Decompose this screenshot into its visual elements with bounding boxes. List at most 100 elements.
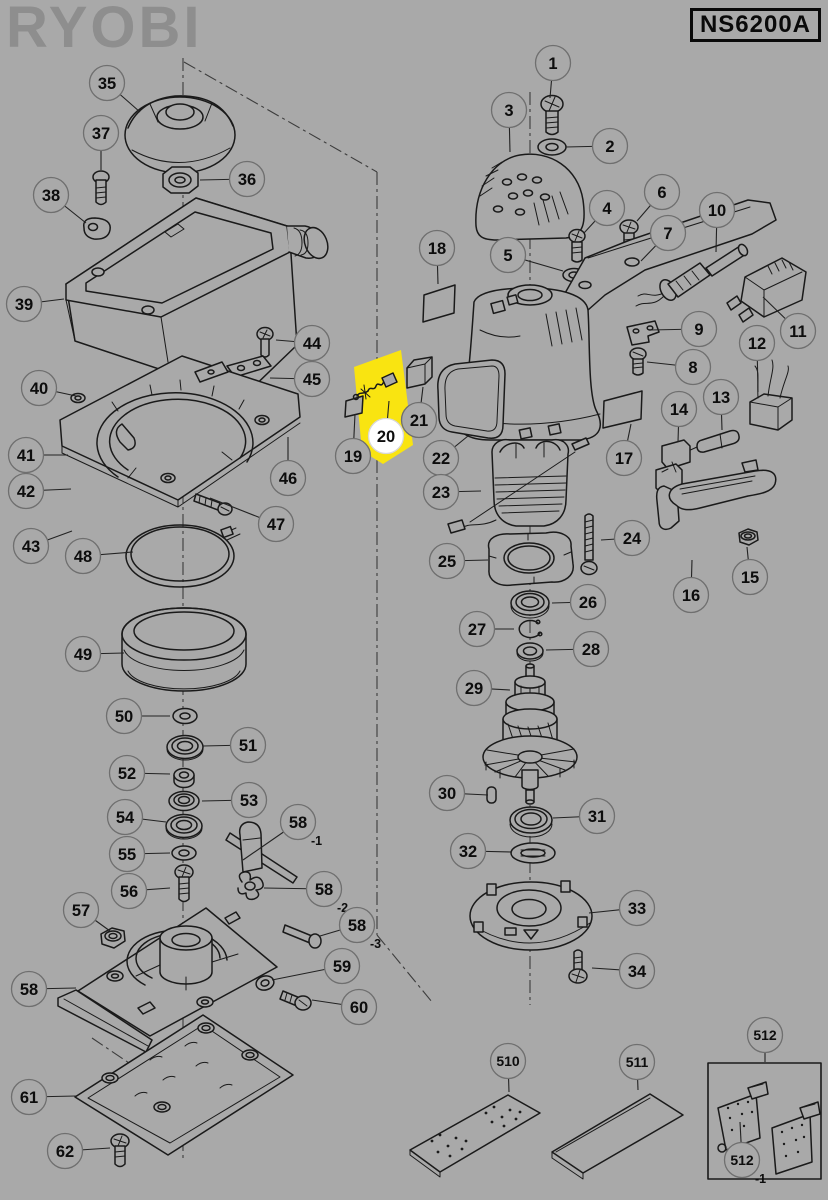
callout-circle[interactable]: [591, 127, 629, 165]
callout-circle[interactable]: [340, 988, 378, 1026]
callout-circle[interactable]: [605, 439, 643, 477]
callout-34[interactable]: 34: [591, 952, 656, 990]
callout-61[interactable]: 61: [10, 1078, 77, 1116]
callout-35[interactable]: 35: [88, 64, 141, 113]
callout-circle[interactable]: [618, 1043, 656, 1081]
callout-510[interactable]: 510: [489, 1042, 527, 1093]
callout-53[interactable]: 53: [201, 781, 268, 819]
callout-circle[interactable]: [572, 630, 610, 668]
callout-56[interactable]: 56: [110, 872, 171, 910]
callout-circle[interactable]: [10, 1078, 48, 1116]
callout-31[interactable]: 31: [552, 797, 616, 835]
callout-circle[interactable]: [418, 229, 456, 267]
callout-45[interactable]: 45: [269, 360, 331, 398]
callout-26[interactable]: 26: [551, 583, 607, 621]
callout-57[interactable]: 57: [62, 891, 111, 932]
callout-circle[interactable]: [428, 542, 466, 580]
callout-60[interactable]: 60: [311, 988, 378, 1026]
callout-21[interactable]: 21: [400, 386, 438, 439]
callout-circle[interactable]: [672, 576, 710, 614]
callout-circle[interactable]: [106, 798, 144, 836]
callout-16[interactable]: 16: [672, 559, 710, 614]
callout-15[interactable]: 15: [731, 546, 769, 596]
callout-25[interactable]: 25: [428, 542, 489, 580]
callout-circle[interactable]: [293, 324, 331, 362]
callout-32[interactable]: 32: [449, 832, 513, 870]
callout-circle[interactable]: [230, 781, 268, 819]
callout-circle-highlighted[interactable]: [367, 417, 405, 455]
callout-50[interactable]: 50: [105, 697, 171, 735]
callout-58-3[interactable]: 58-3: [319, 906, 381, 952]
callout-circle[interactable]: [7, 472, 45, 510]
callout-40[interactable]: 40: [20, 369, 77, 407]
callout-4[interactable]: 4: [583, 189, 626, 234]
callout-circle[interactable]: [108, 754, 146, 792]
callout-circle[interactable]: [534, 44, 572, 82]
callout-12[interactable]: 12: [738, 324, 776, 393]
callout-37[interactable]: 37: [82, 114, 120, 171]
callout-8[interactable]: 8: [646, 348, 712, 386]
callout-circle[interactable]: [489, 236, 527, 274]
callout-512-1[interactable]: 512-1: [723, 1121, 767, 1186]
callout-circle[interactable]: [257, 505, 295, 543]
callout-circle[interactable]: [62, 891, 100, 929]
callout-48[interactable]: 48: [64, 537, 134, 575]
callout-circle[interactable]: [20, 369, 58, 407]
callout-47[interactable]: 47: [209, 497, 295, 543]
callout-circle[interactable]: [489, 1042, 527, 1080]
callout-circle[interactable]: [723, 1141, 761, 1179]
callout-circle[interactable]: [12, 527, 50, 565]
callout-3[interactable]: 3: [490, 91, 528, 153]
callout-7[interactable]: 7: [640, 214, 687, 262]
callout-58-1[interactable]: 58-1: [242, 803, 322, 861]
callout-512[interactable]: 512: [746, 1016, 784, 1063]
callout-24[interactable]: 24: [600, 519, 651, 557]
callout-29[interactable]: 29: [455, 669, 511, 707]
callout-circle[interactable]: [449, 832, 487, 870]
callout-circle[interactable]: [649, 214, 687, 252]
callout-circle[interactable]: [305, 870, 343, 908]
callout-circle[interactable]: [660, 390, 698, 428]
callout-circle[interactable]: [618, 952, 656, 990]
callout-10[interactable]: 10: [698, 191, 736, 253]
callout-19[interactable]: 19: [334, 413, 372, 475]
callout-17[interactable]: 17: [605, 423, 643, 477]
callout-55[interactable]: 55: [108, 835, 171, 873]
callout-38[interactable]: 38: [32, 176, 87, 224]
callout-circle[interactable]: [334, 437, 372, 475]
callout-23[interactable]: 23: [422, 473, 482, 511]
callout-circle[interactable]: [110, 872, 148, 910]
callout-circle[interactable]: [64, 635, 102, 673]
callout-52[interactable]: 52: [108, 754, 171, 792]
callout-41[interactable]: 41: [7, 436, 69, 474]
callout-circle[interactable]: [680, 310, 718, 348]
callout-circle[interactable]: [588, 189, 626, 227]
callout-58[interactable]: 58: [10, 970, 77, 1008]
callout-13[interactable]: 13: [702, 378, 740, 431]
callout-circle[interactable]: [422, 473, 460, 511]
callout-circle[interactable]: [569, 583, 607, 621]
callout-33[interactable]: 33: [588, 889, 656, 927]
callout-39[interactable]: 39: [5, 285, 65, 323]
callout-44[interactable]: 44: [275, 324, 331, 362]
callout-28[interactable]: 28: [545, 630, 610, 668]
callout-circle[interactable]: [738, 324, 776, 362]
callout-20[interactable]: 20: [367, 400, 405, 455]
callout-circle[interactable]: [643, 173, 681, 211]
callout-circle[interactable]: [279, 803, 317, 841]
callout-circle[interactable]: [5, 285, 43, 323]
callout-circle[interactable]: [746, 1016, 784, 1054]
callout-5[interactable]: 5: [489, 236, 564, 274]
callout-circle[interactable]: [82, 114, 120, 152]
callout-6[interactable]: 6: [636, 173, 681, 222]
callout-circle[interactable]: [46, 1132, 84, 1170]
callout-46[interactable]: 46: [269, 437, 307, 497]
callout-circle[interactable]: [702, 378, 740, 416]
callout-circle[interactable]: [731, 558, 769, 596]
callout-14[interactable]: 14: [660, 390, 698, 443]
callout-42[interactable]: 42: [7, 472, 72, 510]
callout-circle[interactable]: [490, 91, 528, 129]
callout-51[interactable]: 51: [202, 726, 267, 764]
callout-circle[interactable]: [674, 348, 712, 386]
callout-circle[interactable]: [229, 726, 267, 764]
